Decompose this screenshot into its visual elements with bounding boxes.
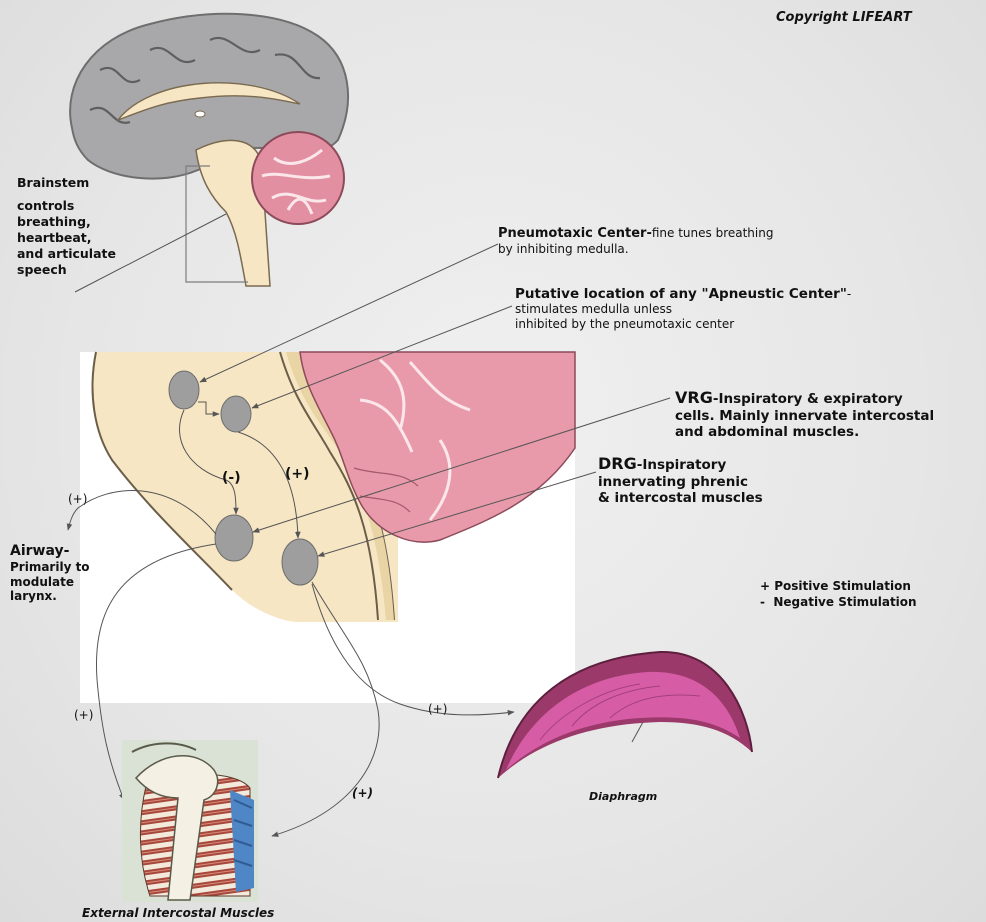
brainstem-title: Brainstem <box>17 175 89 190</box>
pneumotaxic-line1: fine tunes breathing <box>652 226 774 240</box>
airway-line2: Primarily to <box>10 560 90 575</box>
apneustic-title: Putative location of any "Apneustic Cent… <box>515 286 847 302</box>
stimulation-legend: + Positive Stimulation - Negative Stimul… <box>760 578 917 610</box>
pneumotaxic-title: Pneumotaxic Center- <box>498 226 652 241</box>
vrg-line2: cells. Mainly innervate intercostal <box>675 408 934 424</box>
diaphragm-plus-sign: (+) <box>428 702 447 717</box>
apneustic-nucleus <box>221 396 251 432</box>
pneumotaxic-nucleus <box>169 371 199 409</box>
airway-title: Airway- <box>10 543 69 559</box>
inhibit-minus-sign: (-) <box>222 470 241 487</box>
drg-label: DRG-Inspiratory innervating phrenic & in… <box>598 454 763 506</box>
vrg-nucleus <box>215 515 253 561</box>
apneustic-center-label: Putative location of any "Apneustic Cent… <box>515 286 851 332</box>
drg-abbr: DRG <box>598 454 637 473</box>
airway-plus-sign: (+) <box>68 492 87 507</box>
drg-line3: & intercostal muscles <box>598 490 763 506</box>
vrg-label: VRG-Inspiratory & expiratory cells. Main… <box>675 388 934 440</box>
brainstem-closeup-panel <box>80 352 575 703</box>
intercostal-plus-left-sign: (+) <box>74 708 93 723</box>
drg-line1: -Inspiratory <box>637 457 727 473</box>
apneustic-dash: - <box>847 287 851 301</box>
copyright-label: Copyright LIFEART <box>776 10 912 26</box>
vrg-line1: -Inspiratory & expiratory <box>713 391 903 407</box>
vrg-abbr: VRG <box>675 388 713 407</box>
airway-line3: modulate <box>10 575 90 590</box>
stim-plus-sign: (+) <box>285 466 310 483</box>
apneustic-line3: inhibited by the pneumotaxic center <box>515 317 851 332</box>
rib-cage-illustration <box>122 740 258 902</box>
airway-line4: larynx. <box>10 589 90 604</box>
vrg-line3: and abdominal muscles. <box>675 424 934 440</box>
apneustic-line2: stimulates medulla unless <box>515 302 851 317</box>
intercostal-plus-right-sign: (+) <box>352 786 373 801</box>
airway-label: Airway- Primarily to modulate larynx. <box>10 543 90 604</box>
legend-positive: + Positive Stimulation <box>760 578 917 594</box>
drg-line2: innervating phrenic <box>598 474 763 490</box>
drg-nucleus <box>282 539 318 585</box>
brainstem-description: controls breathing, heartbeat, and artic… <box>17 198 116 278</box>
diaphragm-label: Diaphragm <box>589 790 657 803</box>
external-intercostal-label: External Intercostal Muscles <box>82 906 274 921</box>
pneumotaxic-line2: by inhibiting medulla. <box>498 242 773 257</box>
legend-negative: - Negative Stimulation <box>760 594 917 610</box>
pneumotaxic-center-label: Pneumotaxic Center-fine tunes breathing … <box>498 226 773 256</box>
